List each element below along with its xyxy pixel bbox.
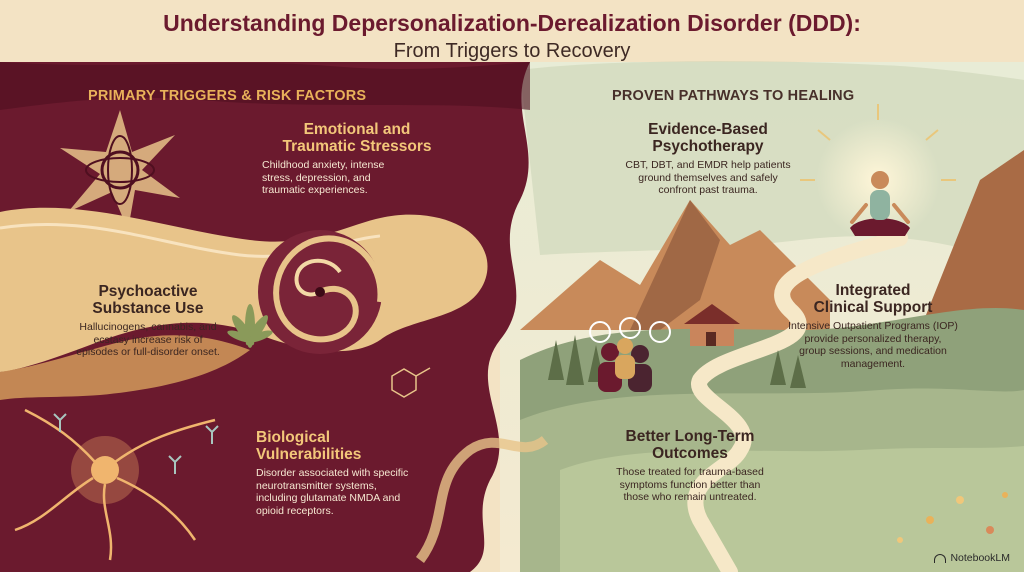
trigger-block-biological: Biological Vulnerabilities Disorder asso… xyxy=(256,429,456,517)
brand-label: NotebookLM xyxy=(950,552,1010,564)
cannabis-leaf-icon xyxy=(227,304,273,348)
page-title: Understanding Depersonalization-Derealiz… xyxy=(163,10,861,36)
trigger-block-substance: Psychoactive Substance Use Hallucinogens… xyxy=(58,283,238,359)
trigger-desc-emotional: Childhood anxiety, intense stress, depre… xyxy=(262,159,385,196)
healing-title-clinical: Integrated Clinical Support xyxy=(813,282,933,316)
trigger-title-substance: Psychoactive Substance Use xyxy=(92,283,204,317)
gold-swirl-edge xyxy=(415,435,549,563)
healing-title-outcomes: Better Long-Term Outcomes xyxy=(625,428,755,462)
foreground-meadow xyxy=(560,446,1024,572)
page-subtitle: From Triggers to Recovery xyxy=(393,40,631,62)
right-cliff xyxy=(920,150,1024,330)
meadow-flowers xyxy=(897,492,1008,543)
meditating-person xyxy=(850,171,910,236)
trigger-block-emotional: Emotional and Traumatic Stressors Childh… xyxy=(252,121,462,197)
healing-path xyxy=(687,230,908,572)
group-therapy-figures xyxy=(589,317,671,392)
healing-desc-outcomes: Those treated for trauma-based symptoms … xyxy=(616,466,764,503)
triggers-section-heading: PRIMARY TRIGGERS & RISK FACTORS xyxy=(88,88,367,104)
healing-desc-clinical: Intensive Outpatient Programs (IOP) prov… xyxy=(788,320,958,370)
healing-title-psychotherapy: Evidence-Based Psychotherapy xyxy=(648,121,768,155)
mountain-shadow xyxy=(630,200,720,330)
healing-desc-psychotherapy: CBT, DBT, and EMDR help patients ground … xyxy=(625,159,791,196)
clinic-building xyxy=(684,304,740,346)
healing-block-clinical: Integrated Clinical Support Intensive Ou… xyxy=(768,282,978,370)
sun-rays xyxy=(800,104,956,181)
chaos-vortex xyxy=(258,230,384,354)
trigger-title-biological: Biological Vulnerabilities xyxy=(256,429,362,463)
trigger-desc-biological: Disorder associated with specific neurot… xyxy=(256,467,409,517)
trigger-desc-substance: Hallucinogens, cannabis, and ecstasy inc… xyxy=(76,321,220,358)
notebooklm-watermark: NotebookLM xyxy=(934,552,1010,564)
molecule-icon xyxy=(379,229,431,398)
maroon-shade-top xyxy=(0,62,530,110)
healing-section-heading: PROVEN PATHWAYS TO HEALING xyxy=(612,88,855,104)
gold-swirl-lower xyxy=(0,335,250,400)
trigger-title-emotional: Emotional and Traumatic Stressors xyxy=(282,121,432,155)
healing-block-psychotherapy: Evidence-Based Psychotherapy CBT, DBT, a… xyxy=(598,121,818,197)
notebooklm-logo-icon xyxy=(934,553,947,563)
stress-burst-icon xyxy=(60,110,180,230)
neuron-icon xyxy=(14,408,216,561)
receptor-icons xyxy=(53,413,219,474)
healing-block-outcomes: Better Long-Term Outcomes Those treated … xyxy=(580,428,800,504)
